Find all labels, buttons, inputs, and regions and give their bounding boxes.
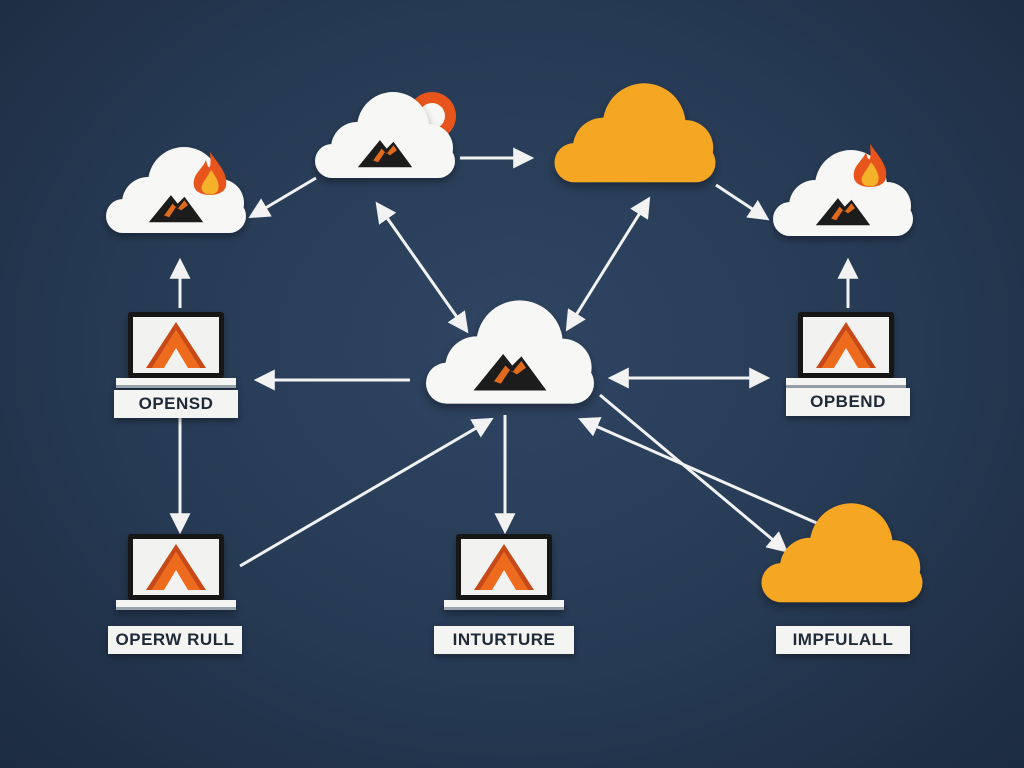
arrow-icon [239, 417, 494, 568]
arrow-icon [375, 201, 469, 334]
label-openwrull: OPERW RULL [108, 626, 242, 654]
arrow-icon [715, 183, 770, 221]
cloud-icon [554, 83, 716, 183]
cloud-icon [761, 503, 923, 603]
laptop-icon [786, 312, 906, 388]
cloud-icon [426, 300, 594, 404]
flame-icon [853, 144, 887, 187]
label-inturture: INTURTURE [434, 626, 574, 654]
arrow-icon [578, 417, 829, 530]
label-opensd: OPENSD [114, 390, 238, 418]
laptop-icon [116, 534, 236, 610]
arrow-icon [565, 196, 651, 332]
laptop-icon [444, 534, 564, 610]
cloud-icon [106, 147, 246, 233]
arrow-icon [599, 393, 789, 553]
laptop-icon [116, 312, 236, 388]
arrow-icon [248, 176, 317, 219]
label-impfulall: IMPFULALL [776, 626, 910, 654]
label-opbend: OPBEND [786, 388, 910, 416]
cloud-icon [773, 150, 913, 236]
connector-arrows [169, 147, 859, 568]
